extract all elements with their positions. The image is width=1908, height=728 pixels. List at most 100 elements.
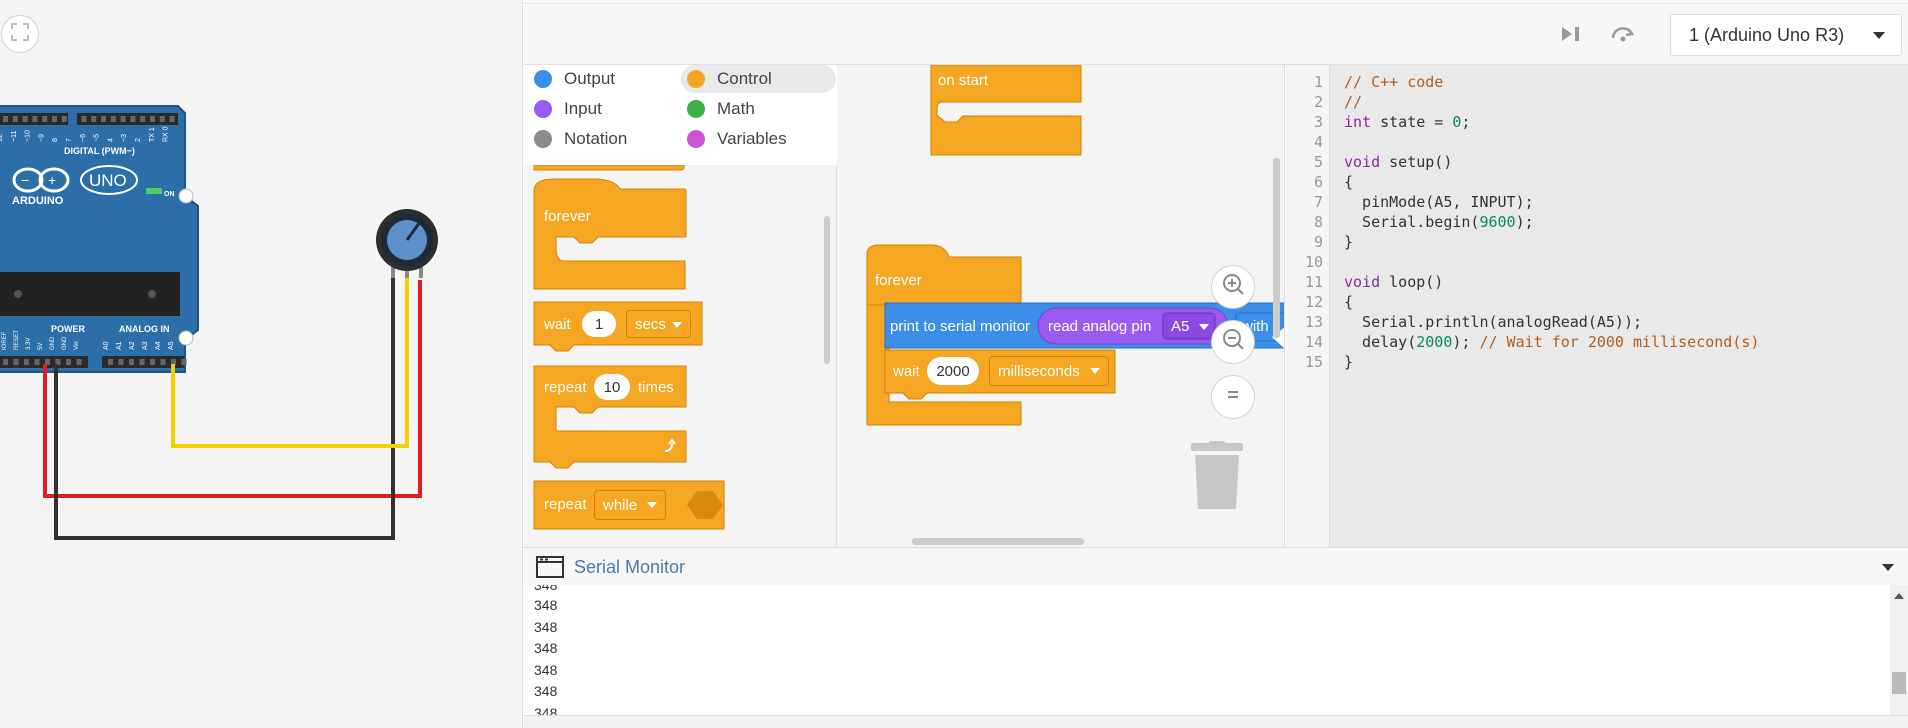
zoom-out-icon xyxy=(1221,327,1245,357)
board-brand: ARDUINO xyxy=(12,195,64,207)
code-line[interactable]: delay(2000); // Wait for 2000 millisecon… xyxy=(1344,333,1760,351)
wire-yellow[interactable] xyxy=(171,276,409,448)
while-dropdown[interactable]: while xyxy=(594,490,666,520)
trash-icon[interactable] xyxy=(1189,441,1245,516)
while-label: while xyxy=(603,496,638,514)
code-line[interactable]: Serial.println(analogRead(A5)); xyxy=(1344,313,1643,331)
wait-value-input[interactable]: 2000 xyxy=(927,357,979,385)
serial-input-bar[interactable] xyxy=(524,715,1908,728)
analog-pin-label: A0 xyxy=(103,341,110,350)
step-button[interactable] xyxy=(1556,21,1586,51)
code-line[interactable]: // xyxy=(1344,93,1363,111)
repeat-value-input[interactable]: 10 xyxy=(594,374,630,400)
zoom-out-button[interactable] xyxy=(1211,320,1255,364)
wire-black[interactable] xyxy=(54,276,395,540)
wait-unit-dropdown[interactable]: milliseconds xyxy=(989,356,1109,386)
serial-line: 348 xyxy=(534,597,558,613)
serial-line: 348 xyxy=(534,683,558,699)
category-notation[interactable]: Notation xyxy=(528,125,678,153)
code-line[interactable]: Serial.begin(9600); xyxy=(1344,213,1534,231)
serial-line: 348 xyxy=(534,704,558,716)
scroll-up-icon[interactable] xyxy=(1894,593,1904,599)
line-number: 5 xyxy=(1313,153,1323,171)
category-variables[interactable]: Variables xyxy=(681,125,831,153)
forever-label: forever xyxy=(875,272,922,289)
wait-unit-dropdown[interactable]: secs xyxy=(626,310,691,338)
svg-text:+: + xyxy=(48,172,56,188)
category-math[interactable]: Math xyxy=(681,95,831,123)
forever-block[interactable] xyxy=(533,178,687,290)
board-select[interactable]: 1 (Arduino Uno R3) xyxy=(1670,14,1902,56)
power-pin-label: 3.3V xyxy=(26,338,32,350)
step-icon xyxy=(1560,25,1582,48)
zoom-reset-button[interactable] xyxy=(1211,375,1255,419)
wait-unit-label: secs xyxy=(635,315,666,333)
restart-button[interactable] xyxy=(1608,21,1638,51)
line-number: 7 xyxy=(1313,193,1323,211)
flyout-scrollbar[interactable] xyxy=(824,216,830,364)
repeat-times-block[interactable] xyxy=(533,365,687,469)
block-categories: Output Control Input Math Notation Varia… xyxy=(524,65,837,165)
serial-line: 348 xyxy=(534,640,558,656)
line-number: 13 xyxy=(1304,313,1323,331)
line-number: 4 xyxy=(1313,133,1323,151)
power-pin-label: RESET xyxy=(14,330,20,350)
chevron-down-icon xyxy=(1090,368,1100,374)
chevron-down-icon[interactable] xyxy=(1882,564,1894,571)
code-line[interactable]: { xyxy=(1344,293,1354,311)
code-line[interactable]: // C++ code xyxy=(1344,73,1444,91)
code-line[interactable]: void loop() xyxy=(1344,273,1444,291)
block-workspace[interactable]: on start forever print to serial monitor… xyxy=(837,65,1285,547)
board-select-label: 1 (Arduino Uno R3) xyxy=(1689,24,1845,45)
analog-pin-label: A1 xyxy=(116,341,123,350)
fit-view-button[interactable] xyxy=(1,15,39,53)
code-line[interactable]: } xyxy=(1344,233,1354,251)
code-line[interactable]: void setup() xyxy=(1344,153,1453,171)
category-label: Math xyxy=(717,99,755,118)
forever-block[interactable] xyxy=(866,244,1022,306)
code-line[interactable]: int state = 0; xyxy=(1344,113,1471,131)
wire-red[interactable] xyxy=(43,280,422,498)
line-number: 9 xyxy=(1313,233,1323,251)
arduino-board[interactable]: − + xyxy=(0,105,199,373)
serial-monitor-header[interactable]: Serial Monitor xyxy=(524,547,1908,585)
category-input[interactable]: Input xyxy=(528,95,678,123)
on-start-block[interactable] xyxy=(930,65,1082,156)
digital-pin-label: TX 1 xyxy=(149,127,156,142)
code-line[interactable]: pinMode(A5, INPUT); xyxy=(1344,193,1534,211)
line-number: 3 xyxy=(1313,113,1323,131)
svg-text:−: − xyxy=(21,172,29,188)
category-output[interactable]: Output xyxy=(528,65,678,93)
serial-line: 348 xyxy=(534,618,558,635)
on-label: ON xyxy=(164,191,175,198)
on-start-label: on start xyxy=(938,72,989,89)
workspace-horizontal-scrollbar[interactable] xyxy=(912,538,1084,545)
digital-pin-label: ~9 xyxy=(38,134,45,142)
wait-value-input[interactable]: 1 xyxy=(582,311,616,337)
zoom-in-button[interactable] xyxy=(1211,265,1255,309)
chevron-down-icon xyxy=(647,502,657,508)
code-line[interactable]: } xyxy=(1344,353,1354,371)
analog-label: ANALOG IN xyxy=(119,324,170,334)
workspace-vertical-scrollbar[interactable] xyxy=(1273,158,1280,338)
digital-pin-label: 4 xyxy=(107,138,114,142)
category-control[interactable]: Control xyxy=(681,65,836,93)
power-pin-label: Vin xyxy=(74,341,80,350)
potentiometer[interactable] xyxy=(376,209,438,278)
read-pin-value[interactable]: A5 xyxy=(1171,318,1190,335)
scroll-thumb[interactable] xyxy=(1892,672,1906,694)
block-flyout[interactable]: forever wait 1 secs repeat 10 times repe… xyxy=(524,165,837,547)
code-line[interactable]: { xyxy=(1344,173,1354,191)
power-pin-label: GND xyxy=(50,336,56,350)
serial-monitor-title: Serial Monitor xyxy=(574,557,686,577)
serial-scrollbar[interactable] xyxy=(1890,585,1908,715)
fullscreen-icon xyxy=(10,22,30,47)
power-pin-label: 5V xyxy=(38,343,44,350)
